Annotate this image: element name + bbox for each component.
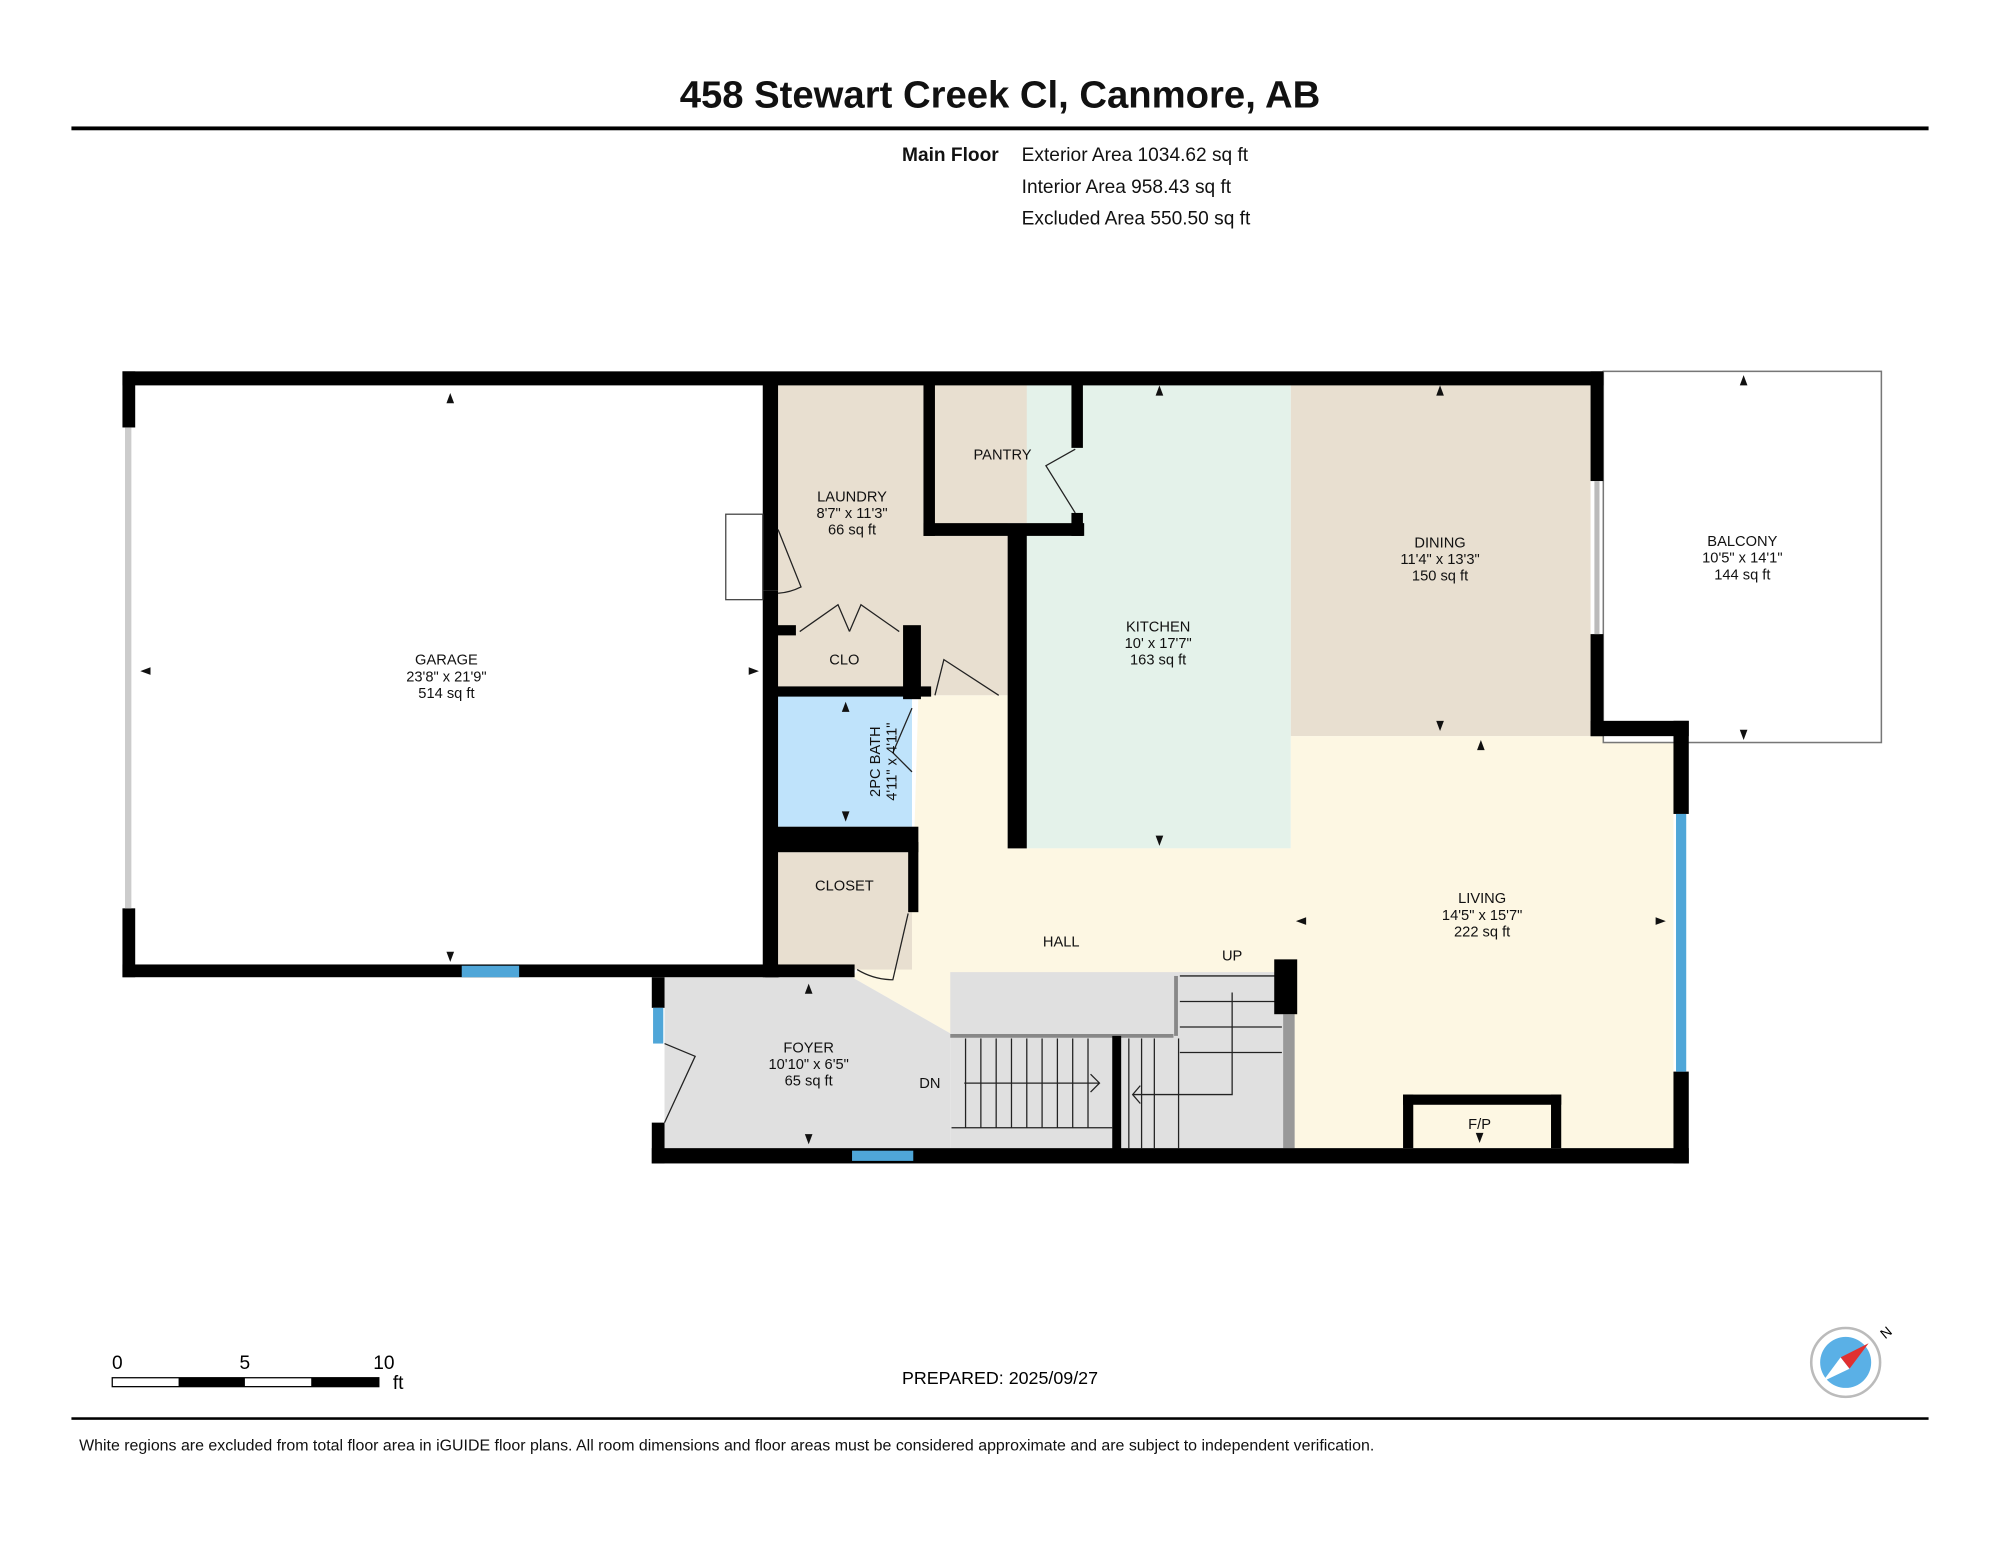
hall-living-fill bbox=[852, 695, 1674, 1149]
dimension-markers bbox=[140, 375, 1748, 1145]
window bbox=[852, 1150, 914, 1161]
scale-unit: ft bbox=[393, 1373, 404, 1394]
foyer-label: FOYER bbox=[783, 1040, 833, 1056]
foyer-fill bbox=[664, 977, 951, 1149]
bath-dims: 4'11" x 4'11" bbox=[885, 723, 901, 801]
kitchen-fill bbox=[1026, 382, 1291, 849]
kitchen-dims: 10' x 17'7" bbox=[1125, 636, 1192, 652]
window bbox=[461, 965, 520, 978]
laundry-area: 66 sq ft bbox=[828, 523, 876, 539]
living-area: 222 sq ft bbox=[1454, 924, 1510, 940]
interior-area: Interior Area 958.43 sq ft bbox=[1022, 177, 1232, 198]
exterior-area: Exterior Area 1034.62 sq ft bbox=[1022, 145, 1249, 166]
laundry-label: LAUNDRY bbox=[817, 489, 887, 505]
prepared-date: PREPARED: 2025/09/27 bbox=[902, 1368, 1098, 1388]
balcony-dims: 10'5" x 14'1" bbox=[1702, 551, 1782, 567]
hall-label: HALL bbox=[1043, 935, 1080, 951]
scale-bar: 0 5 10 ft bbox=[111, 1353, 404, 1394]
disclaimer: White regions are excluded from total fl… bbox=[79, 1437, 1374, 1454]
stairs-down-label: DN bbox=[919, 1076, 940, 1092]
balcony-area: 144 sq ft bbox=[1714, 567, 1770, 583]
dining-fill bbox=[1290, 382, 1591, 737]
excluded-area: Excluded Area 550.50 sq ft bbox=[1022, 209, 1251, 230]
closet-fill bbox=[778, 852, 912, 970]
compass-north: N bbox=[1877, 1323, 1895, 1342]
foyer-dims: 10'10" x 6'5" bbox=[768, 1057, 848, 1073]
scale-tick-5: 5 bbox=[240, 1353, 251, 1374]
window bbox=[1676, 813, 1687, 1072]
dining-label: DINING bbox=[1414, 535, 1465, 551]
balcony-outline bbox=[1602, 370, 1883, 744]
pantry-label: PANTRY bbox=[973, 447, 1031, 463]
walls bbox=[122, 371, 1689, 1164]
scale-tick-10: 10 bbox=[373, 1353, 394, 1374]
compass-icon: N bbox=[1809, 1323, 1895, 1399]
staircase bbox=[950, 975, 1295, 1149]
clo-label: CLO bbox=[829, 653, 859, 669]
garage-area: 514 sq ft bbox=[418, 686, 474, 702]
dining-dims: 11'4" x 13'3" bbox=[1400, 552, 1479, 568]
page-title: 458 Stewart Creek Cl, Canmore, AB bbox=[680, 73, 1321, 116]
garage-dims: 23'8" x 21'9" bbox=[406, 669, 486, 685]
fireplace-label: F/P bbox=[1468, 1117, 1491, 1133]
room-labels: GARAGE 23'8" x 21'9" 514 sq ft LAUNDRY 8… bbox=[406, 447, 1782, 1133]
kitchen-area: 163 sq ft bbox=[1130, 653, 1186, 669]
door-swings bbox=[663, 448, 1076, 1123]
footer-rule bbox=[71, 1417, 1929, 1420]
bath-fill bbox=[778, 695, 912, 827]
bath-label: 2PC BATH bbox=[868, 726, 884, 797]
garage-label: GARAGE bbox=[415, 653, 478, 669]
dining-area: 150 sq ft bbox=[1412, 569, 1468, 585]
kitchen-label: KITCHEN bbox=[1126, 620, 1190, 636]
living-label: LIVING bbox=[1458, 891, 1506, 907]
closet-label: CLOSET bbox=[815, 878, 874, 894]
living-dims: 14'5" x 15'7" bbox=[1442, 908, 1522, 924]
title-rule bbox=[71, 126, 1929, 131]
window bbox=[653, 1007, 664, 1044]
stairs-up-label: UP bbox=[1222, 949, 1242, 965]
balcony-label: BALCONY bbox=[1707, 534, 1777, 550]
laundry-dims: 8'7" x 11'3" bbox=[816, 506, 887, 522]
floor-name: Main Floor bbox=[902, 145, 999, 166]
room-fills bbox=[664, 370, 1883, 1149]
foyer-area: 65 sq ft bbox=[785, 1074, 833, 1090]
scale-tick-0: 0 bbox=[112, 1353, 123, 1374]
